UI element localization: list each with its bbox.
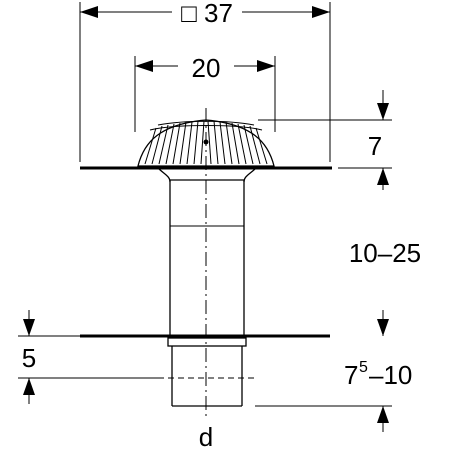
spigot-length-superscript: 5 [359,359,368,376]
dimension-grate-height: 7 [258,90,392,190]
dimension-spigot-length: 7 5 –10 [255,310,412,432]
inner-width-label: 20 [192,53,221,83]
body-pipe [157,167,257,335]
dimension-lower-offset: 5 [18,310,158,404]
lower-offset-label: 5 [22,343,36,373]
body-length-label: 10–25 [349,238,421,268]
dimension-square-width: □ 37 [79,0,331,162]
square-width-label: □ 37 [181,0,233,28]
dimension-inner-width: 20 [134,53,276,132]
dome-grate [137,119,275,167]
spigot-length-base: 7 [344,360,358,390]
grate-height-label: 7 [368,131,382,161]
spigot-length-rest: –10 [369,360,412,390]
diameter-label: d [199,422,213,450]
spigot [158,337,256,407]
